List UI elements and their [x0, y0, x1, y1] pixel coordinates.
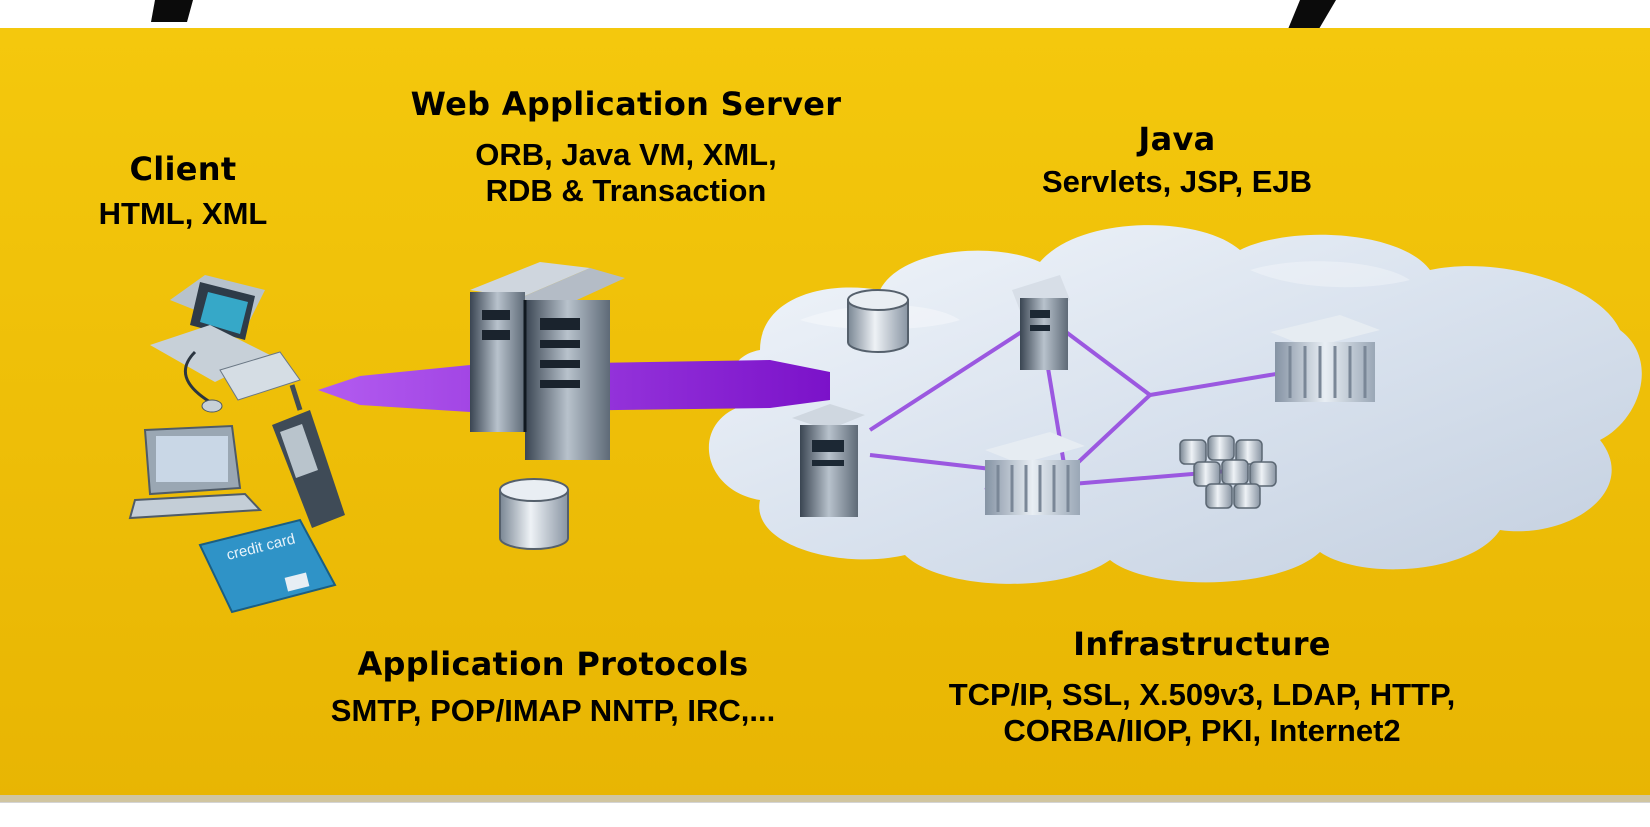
infrastructure-title: Infrastructure — [1073, 625, 1331, 663]
laptop-icon — [128, 424, 263, 520]
desktop-computer-icon — [150, 275, 301, 413]
app-protocols-title: Application Protocols — [357, 645, 749, 683]
network-tower-icon — [792, 404, 865, 517]
server-database-icon — [499, 478, 569, 550]
client-label: Client HTML, XML — [99, 150, 268, 232]
infrastructure-detail-2: CORBA/IIOP, PKI, Internet2 — [1003, 713, 1401, 748]
network-rack-right-icon — [1270, 315, 1380, 402]
server-tower-icon — [470, 262, 625, 460]
credit-card-icon: credit card — [198, 518, 337, 614]
web-app-server-title: Web Application Server — [410, 85, 842, 123]
infrastructure-label: Infrastructure TCP/IP, SSL, X.509v3, LDA… — [949, 625, 1456, 749]
client-detail: HTML, XML — [98, 196, 268, 231]
java-detail: Servlets, JSP, EJB — [1042, 164, 1312, 199]
network-cloud — [708, 225, 1642, 584]
storage-array-icon — [1179, 435, 1277, 509]
top-strip — [0, 0, 1650, 30]
infrastructure-detail-1: TCP/IP, SSL, X.509v3, LDAP, HTTP, — [948, 677, 1456, 712]
java-title: Java — [1138, 120, 1216, 158]
app-protocols-detail: SMTP, POP/IMAP NNTP, IRC,... — [330, 693, 776, 728]
heading-fragments — [151, 0, 1336, 34]
web-app-server-label: Web Application Server ORB, Java VM, XML… — [411, 85, 842, 209]
network-server-icon — [1012, 275, 1070, 370]
web-app-server-detail-2: RDB & Transaction — [485, 173, 767, 208]
java-label: Java Servlets, JSP, EJB — [1042, 120, 1312, 200]
app-protocols-label: Application Protocols SMTP, POP/IMAP NNT… — [331, 645, 775, 729]
client-title: Client — [129, 150, 237, 188]
mobile-phone-icon — [272, 384, 345, 528]
network-rack-icon — [985, 432, 1085, 515]
network-database-icon — [847, 289, 909, 353]
web-app-server-detail-1: ORB, Java VM, XML, — [475, 137, 777, 172]
